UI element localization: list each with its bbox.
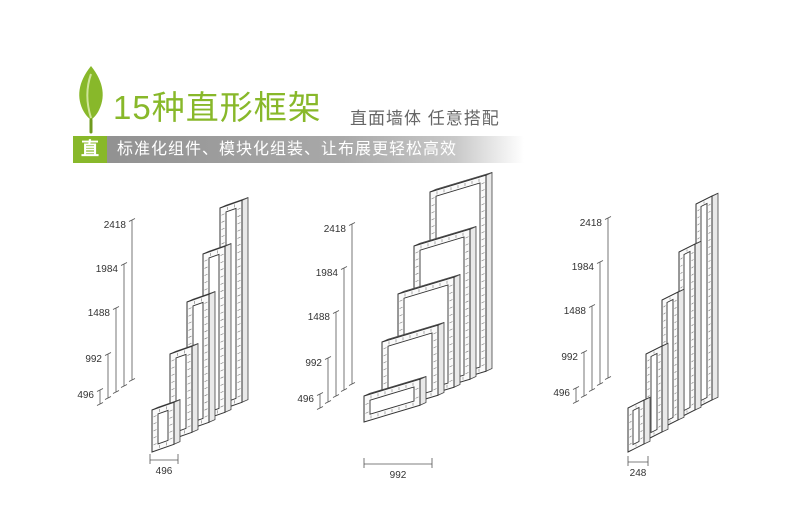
width-label: 992 [390, 470, 407, 481]
height-dimensions: 496 992 1488 1984 2418 [297, 222, 356, 410]
page-subtitle: 直面墙体 任意搭配 [350, 109, 500, 128]
leaf-icon [79, 66, 103, 134]
width-label: 496 [156, 466, 173, 477]
tagline-bar: 直 标准化组件、模块化组装、让布展更轻松高效 [73, 136, 524, 163]
height-label: 2418 [580, 218, 603, 229]
frame-1 [363, 375, 427, 423]
height-label: 992 [85, 354, 102, 365]
height-label: 496 [553, 388, 570, 399]
width-dimension: 992 [363, 458, 433, 481]
frame-set-496: 496 992 1488 1984 2418 496 [77, 196, 249, 477]
height-label: 2418 [324, 224, 347, 235]
frame-3 [661, 288, 685, 429]
height-label: 1984 [316, 268, 339, 279]
height-label: 1488 [88, 308, 111, 319]
height-label: 1488 [308, 312, 331, 323]
width-dimension: 248 [627, 456, 649, 479]
frame-1 [151, 398, 181, 453]
height-dimensions: 496 992 1488 1984 2418 [77, 218, 136, 406]
frame-4 [678, 240, 702, 419]
height-label: 1984 [572, 262, 595, 273]
frame-1 [627, 396, 651, 453]
height-dimensions: 496 992 1488 1984 2418 [553, 216, 612, 404]
page-title: 15种直形框架 [113, 89, 322, 126]
height-label: 1984 [96, 264, 119, 275]
tagline-text: 标准化组件、模块化组装、让布展更轻松高效 [117, 141, 458, 158]
frame-set-248: 496 992 1488 1984 2418 248 [553, 192, 719, 479]
frame-set-992: 496 992 1488 1984 2418 992 [297, 171, 493, 481]
width-dimension: 496 [149, 454, 179, 477]
height-label: 992 [561, 352, 578, 363]
height-label: 1488 [564, 306, 587, 317]
header: 15种直形框架 直面墙体 任意搭配 直 标准化组件、模块化组装、让布展更轻松高效 [0, 0, 800, 170]
height-label: 992 [305, 358, 322, 369]
width-label: 248 [630, 468, 647, 479]
height-label: 496 [297, 394, 314, 405]
height-label: 2418 [104, 220, 127, 231]
height-label: 496 [77, 390, 94, 401]
tagline-badge: 直 [73, 136, 107, 163]
